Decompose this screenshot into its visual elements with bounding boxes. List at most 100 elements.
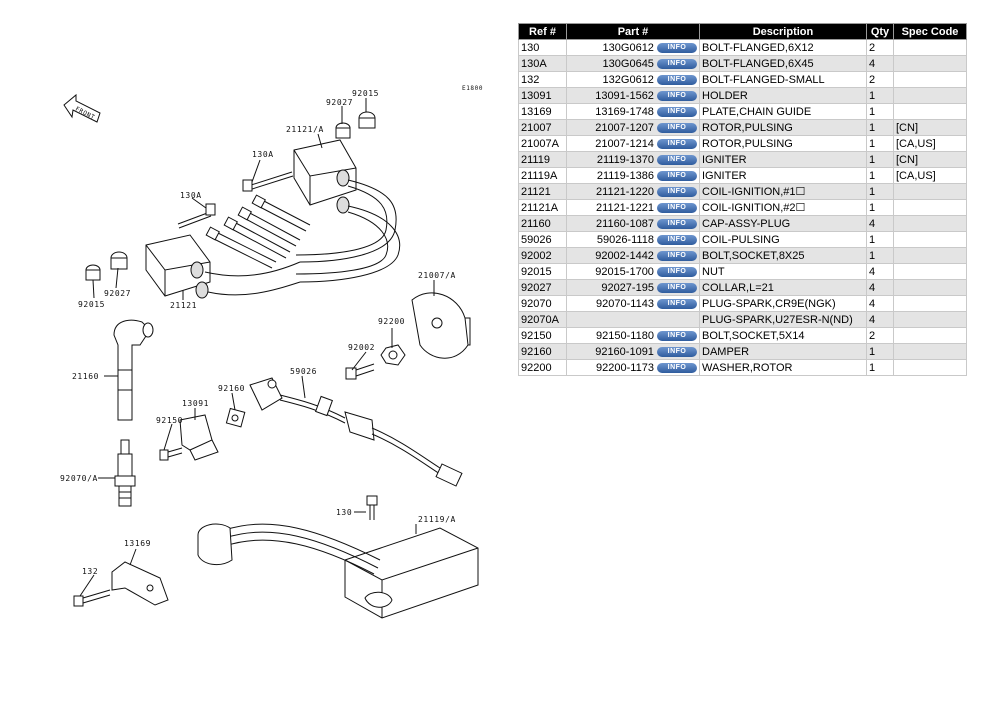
- qty-cell: 1: [866, 183, 894, 200]
- callout-21007: 21007/A: [418, 271, 456, 280]
- description-cell: BOLT-FLANGED,6X45: [699, 55, 867, 72]
- info-button[interactable]: INFO: [657, 138, 697, 149]
- igniter: [197, 523, 479, 619]
- info-button[interactable]: INFO: [657, 90, 697, 101]
- part-number-cell: 59026-1118 INFO: [566, 231, 700, 248]
- spec-code-cell: [CN]: [893, 151, 967, 168]
- description-cell: DAMPER: [699, 343, 867, 360]
- part-number-cell: 13091-1562 INFO: [566, 87, 700, 104]
- info-button[interactable]: INFO: [657, 234, 697, 245]
- qty-cell: 4: [866, 295, 894, 312]
- ref-cell: 59026: [518, 231, 567, 248]
- info-button[interactable]: INFO: [657, 202, 697, 213]
- callout-130a: 130A: [180, 191, 202, 200]
- spec-code-cell: [CA,US]: [893, 167, 967, 184]
- info-button[interactable]: INFO: [657, 266, 697, 277]
- spec-code-cell: [893, 55, 967, 72]
- info-button[interactable]: INFO: [657, 170, 697, 181]
- description-cell: PLUG-SPARK,CR9E(NGK): [699, 295, 867, 312]
- chain-guide-plate: [111, 561, 169, 606]
- info-button[interactable]: INFO: [657, 42, 697, 53]
- info-button[interactable]: INFO: [657, 106, 697, 117]
- callout-92200: 92200: [378, 317, 405, 326]
- info-button[interactable]: INFO: [657, 282, 697, 293]
- qty-cell: 1: [866, 247, 894, 264]
- part-number: 21121-1220: [596, 185, 654, 198]
- column-header-description: Description: [699, 23, 867, 40]
- part-number-cell: 92200-1173 INFO: [566, 359, 700, 376]
- description-cell: WASHER,ROTOR: [699, 359, 867, 376]
- description-cell: NUT: [699, 263, 867, 280]
- ref-cell: 92070: [518, 295, 567, 312]
- info-button[interactable]: INFO: [657, 250, 697, 261]
- part-number-cell: 92015-1700 INFO: [566, 263, 700, 280]
- info-button[interactable]: INFO: [657, 154, 697, 165]
- info-button[interactable]: INFO: [657, 74, 697, 85]
- part-number-cell: 21121-1220 INFO: [566, 183, 700, 200]
- callout-92002: 92002: [348, 343, 375, 352]
- ref-cell: 21007: [518, 119, 567, 136]
- spec-code-cell: [893, 327, 967, 344]
- callout-13091: 13091: [182, 399, 209, 408]
- diagram-code: E1800: [462, 85, 483, 92]
- info-button[interactable]: INFO: [657, 362, 697, 373]
- ref-cell: 92200: [518, 359, 567, 376]
- info-button[interactable]: INFO: [657, 122, 697, 133]
- pulsing-coil: [249, 377, 463, 487]
- qty-cell: 1: [866, 359, 894, 376]
- info-button[interactable]: INFO: [657, 218, 697, 229]
- collar-nut-lower: [85, 251, 128, 281]
- column-header-ref: Ref #: [518, 23, 567, 40]
- description-cell: IGNITER: [699, 151, 867, 168]
- table-header-row: Ref # Part # Description Qty Spec Code: [518, 23, 967, 40]
- description-cell: PLUG-SPARK,U27ESR-N(ND): [699, 311, 867, 328]
- part-number: 130G0612: [602, 41, 654, 54]
- part-number: 132G0612: [602, 73, 654, 86]
- part-number-cell: 92002-1442 INFO: [566, 247, 700, 264]
- qty-cell: 4: [866, 215, 894, 232]
- callout-130: 130: [336, 508, 352, 517]
- callout-13169: 13169: [124, 539, 151, 548]
- info-button[interactable]: INFO: [657, 346, 697, 357]
- part-number-cell: 21119-1370 INFO: [566, 151, 700, 168]
- qty-cell: 1: [866, 199, 894, 216]
- info-button[interactable]: INFO: [657, 58, 697, 69]
- spec-code-cell: [893, 87, 967, 104]
- qty-cell: 4: [866, 311, 894, 328]
- part-number: 59026-1118: [596, 233, 654, 246]
- ref-cell: 21121: [518, 183, 567, 200]
- callout-92015: 92015: [352, 89, 379, 98]
- info-button[interactable]: INFO: [657, 330, 697, 341]
- rotor-washer: [380, 344, 406, 366]
- bolt-130a-upper: [242, 171, 294, 192]
- part-number: 92002-1442: [595, 249, 654, 262]
- description-cell: COIL-IGNITION,#1☐: [699, 183, 867, 200]
- info-button[interactable]: INFO: [657, 186, 697, 197]
- spec-code-cell: [893, 295, 967, 312]
- part-number: 92150-1180: [596, 329, 654, 342]
- part-number: 21121-1221: [596, 201, 654, 214]
- description-cell: COIL-PULSING: [699, 231, 867, 248]
- part-number: 92200-1173: [596, 361, 654, 374]
- part-number-cell: 21007-1207 INFO: [566, 119, 700, 136]
- ref-cell: 21121A: [518, 199, 567, 216]
- socket-bolt-92150: [159, 447, 183, 461]
- callout-92160: 92160: [218, 384, 245, 393]
- part-number-cell: 132G0612 INFO: [566, 71, 700, 88]
- callout-130a: 130A: [252, 150, 274, 159]
- spec-code-cell: [893, 343, 967, 360]
- socket-bolt-92002: [345, 363, 375, 380]
- ref-cell: 92070A: [518, 311, 567, 328]
- part-number: 21007-1214: [595, 137, 654, 150]
- info-button[interactable]: INFO: [657, 298, 697, 309]
- part-number-cell: [566, 311, 700, 328]
- description-cell: ROTOR,PULSING: [699, 135, 867, 152]
- qty-cell: 1: [866, 231, 894, 248]
